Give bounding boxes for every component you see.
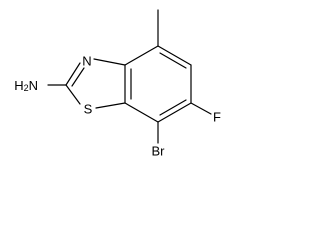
bond-c4-c5 bbox=[157, 45, 192, 66]
bond-n3-c2-inner bbox=[71, 67, 85, 87]
bond-c6-c7-inner bbox=[159, 99, 187, 116]
atom-labels: N S F Br H2N bbox=[14, 54, 221, 159]
molecule-diagram: N S F Br H2N bbox=[14, 9, 221, 159]
bond-c7-c7a bbox=[124, 102, 159, 123]
amine-label: H2N bbox=[14, 78, 38, 94]
nitrogen-label: N bbox=[82, 54, 91, 69]
bond-c6-c7 bbox=[157, 102, 192, 123]
amine-h: H bbox=[14, 78, 23, 93]
bromine-label: Br bbox=[152, 144, 166, 159]
bond-c6-f bbox=[190, 102, 212, 115]
bond-c2-s1 bbox=[65, 84, 81, 105]
bond-c3a-c4 bbox=[124, 45, 159, 66]
bond-s1-c7a bbox=[95, 102, 126, 109]
bond-c3a-n3 bbox=[93, 58, 126, 66]
amine-h-count: 2 bbox=[24, 83, 29, 93]
sulfur-label: S bbox=[84, 102, 93, 117]
fluorine-label: F bbox=[213, 110, 221, 125]
bonds bbox=[47, 9, 212, 144]
amine-n: N bbox=[29, 78, 38, 93]
bond-n3-c2 bbox=[65, 62, 81, 86]
bond-c4-c5-inner bbox=[159, 52, 187, 69]
